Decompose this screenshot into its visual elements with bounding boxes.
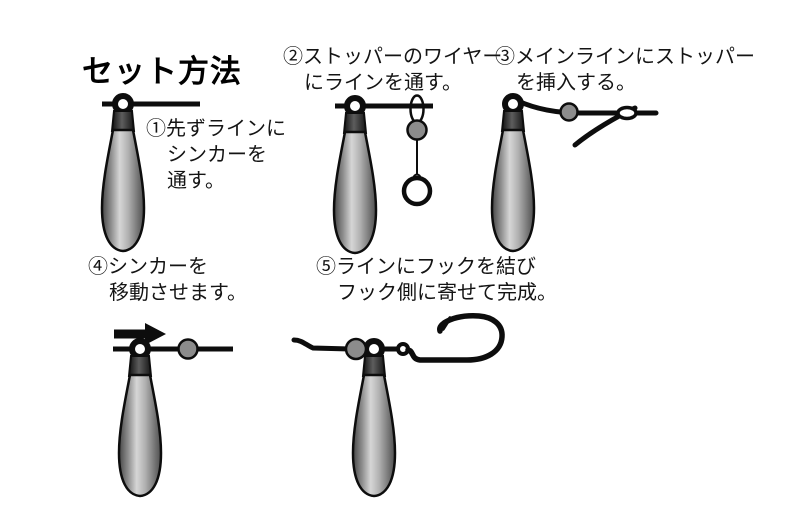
step5-caption: ⑤ラインにフックを結び フック側に寄せて完成。 [316, 254, 557, 306]
step2-line1: ②ストッパーのワイヤー [283, 46, 503, 68]
step2-illustration [334, 94, 433, 254]
sinker-step4 [119, 341, 161, 496]
stopper-bead [344, 337, 368, 361]
step5-line2: フック側に寄せて完成。 [337, 282, 557, 304]
stopper-bead [559, 102, 579, 122]
fishing-line-left [291, 337, 353, 352]
line-twist-knot [616, 105, 638, 121]
step2-caption: ②ストッパーのワイヤー にラインを通す。 [283, 44, 502, 96]
step5-line1: ⑤ラインにフックを結び [316, 256, 536, 278]
main-line [515, 98, 659, 116]
sinker-step3 [492, 96, 534, 251]
step1-caption: ①先ずラインに シンカーを 通す。 [146, 116, 286, 194]
step1-line2: シンカーを [167, 144, 267, 166]
step4-line2: 移動させます。 [109, 282, 247, 304]
step2-line2: にラインを通す。 [304, 72, 462, 94]
hook-body [405, 313, 505, 363]
hook-barb [441, 316, 452, 331]
step4-caption: ④シンカーを 移動させます。 [88, 254, 247, 306]
arrow-icon [114, 323, 166, 345]
stopper-icon [401, 94, 433, 207]
step4-illustration [113, 323, 233, 496]
sinker-step1 [102, 96, 144, 251]
sinker-step5 [353, 341, 395, 496]
step3-caption: ③メインラインにストッパー を挿入する。 [495, 44, 755, 96]
hook-icon [396, 313, 505, 363]
sinker-step2 [334, 98, 376, 253]
stopper-ring [401, 175, 433, 207]
step1-line3: 通す。 [167, 170, 225, 192]
step1-line1: ①先ずラインに [146, 118, 286, 140]
step5-illustration [291, 313, 505, 496]
step1-illustration [102, 96, 200, 251]
step3-illustration [492, 96, 659, 251]
stopper-bead [177, 338, 199, 360]
step3-line1: ③メインラインにストッパー [495, 46, 755, 68]
step3-line2: を挿入する。 [516, 72, 636, 94]
step4-line1: ④シンカーを [88, 256, 208, 278]
stopper-wire-loop [409, 94, 425, 124]
stopper-bead [406, 119, 428, 141]
page-title: セット方法 [82, 54, 242, 89]
